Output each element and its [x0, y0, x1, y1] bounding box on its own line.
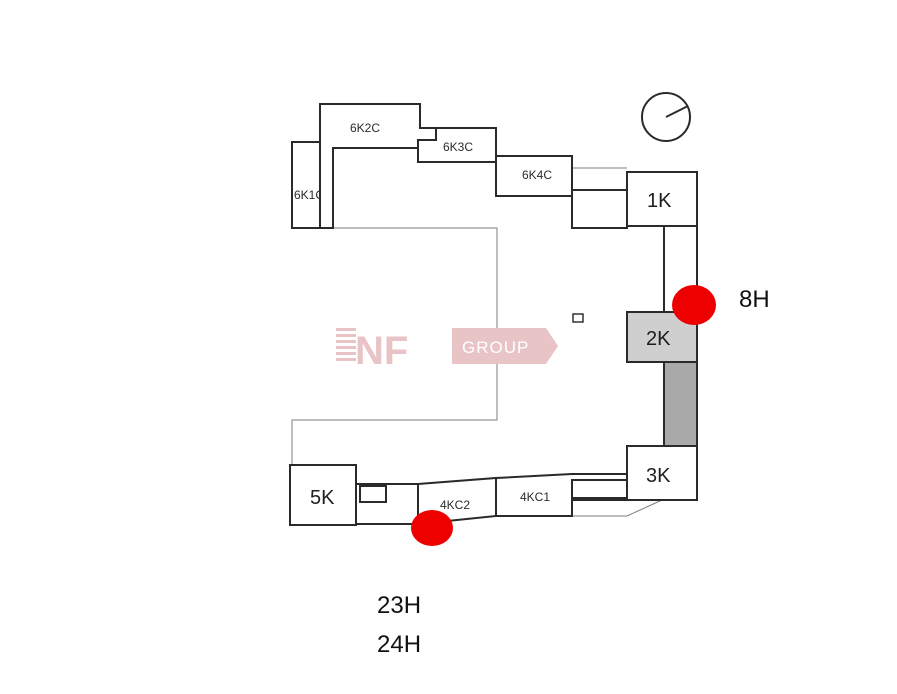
building-6K4C: 6K4C: [495, 155, 628, 229]
central-marker: [572, 313, 584, 323]
watermark-logo: NF GROUP: [336, 328, 558, 373]
connector-2K-3K: [663, 361, 698, 447]
marker-south: [411, 510, 453, 546]
label-3K: 3K: [646, 465, 671, 487]
building-5K-annex: [355, 483, 419, 525]
label-6K4C: 6K4C: [522, 168, 552, 182]
building-3K: 3K: [626, 445, 698, 501]
time-label-south-1: 23H: [377, 592, 421, 619]
time-label-south-2: 24H: [377, 631, 421, 658]
label-6K2C: 6K2C: [350, 121, 380, 135]
building-1K: 1K: [626, 171, 698, 227]
building-5K: 5K: [289, 464, 357, 526]
building-4KC1: 4KC1: [495, 473, 628, 517]
label-6K3C: 6K3C: [443, 140, 473, 154]
label-4KC1: 4KC1: [520, 490, 550, 504]
label-6K1C: 6K1C: [294, 188, 324, 202]
watermark-group-tag: [452, 328, 558, 364]
watermark-group-text: GROUP: [462, 338, 529, 357]
label-4KC2: 4KC2: [440, 498, 470, 512]
time-label-east: 8H: [739, 286, 770, 313]
label-2K: 2K: [646, 328, 671, 350]
building-6K3C: 6K3C: [417, 127, 511, 163]
building-6K2C: 6K2C: [319, 103, 437, 229]
label-5K: 5K: [310, 487, 335, 509]
label-1K: 1K: [647, 190, 672, 212]
compass-icon: [641, 92, 691, 142]
watermark-stripes: [336, 328, 356, 361]
marker-east: [672, 285, 716, 325]
watermark-letters: NF: [355, 329, 408, 373]
